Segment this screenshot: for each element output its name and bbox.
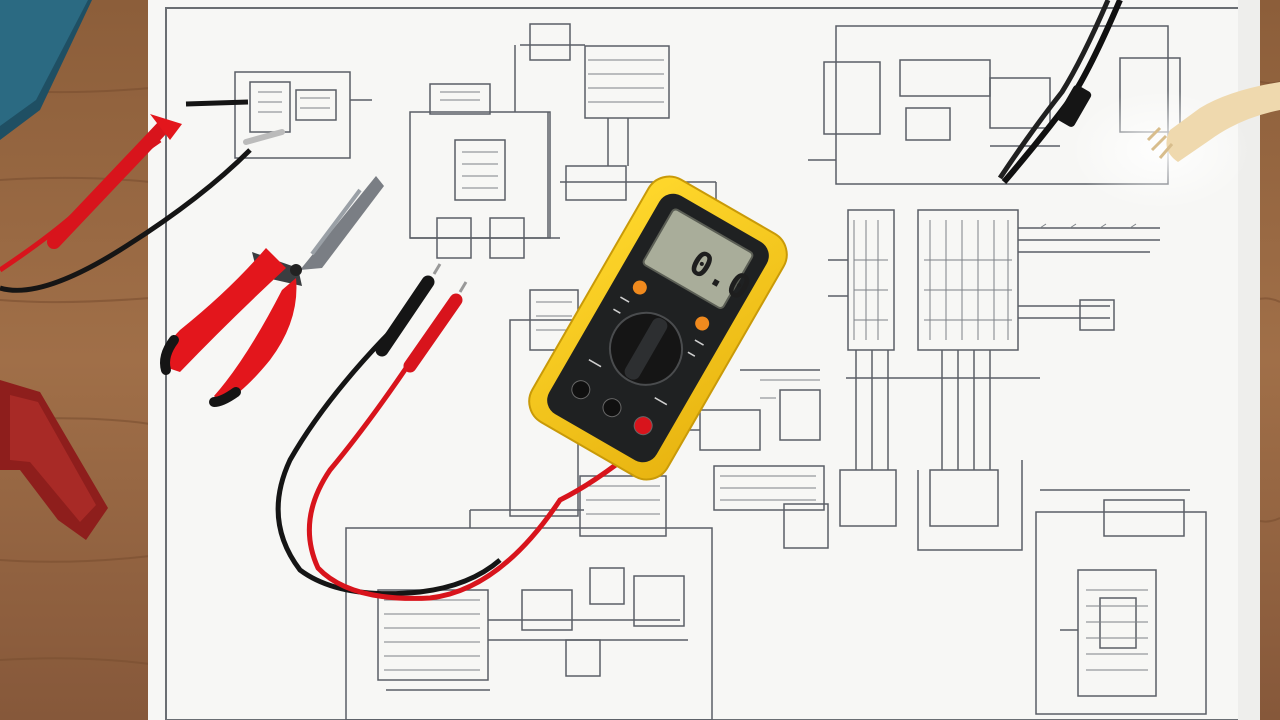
black-probe-cable <box>997 0 1123 184</box>
red-handled-pliers <box>160 176 384 407</box>
red-tool <box>0 380 108 540</box>
wooden-brush <box>1146 82 1280 162</box>
red-black-test-leads <box>275 263 655 601</box>
teal-book <box>0 0 92 140</box>
digital-multimeter <box>528 175 788 481</box>
left-test-leads <box>0 99 285 293</box>
circuit-schematic <box>234 23 1207 720</box>
